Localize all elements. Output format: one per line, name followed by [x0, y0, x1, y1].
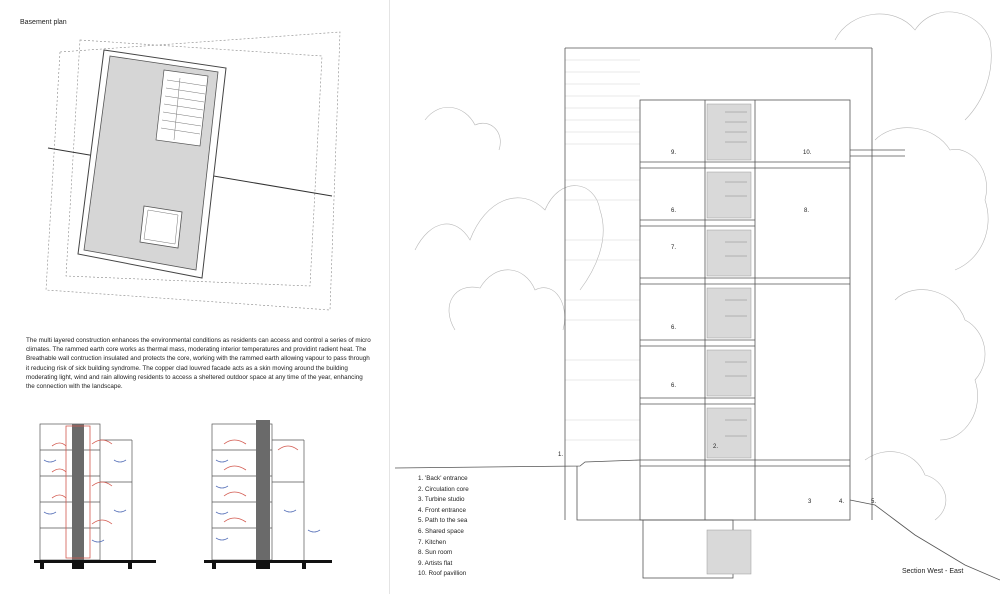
circulation-core [706, 103, 752, 575]
label-front-entrance: 4. [839, 499, 845, 505]
cool-airflow [215, 459, 321, 541]
legend-item: 2. Circulation core [418, 485, 469, 493]
label-shared-upper: 6. [671, 208, 677, 214]
legend-item: 1. 'Back' entrance [418, 475, 468, 482]
building-section [564, 47, 905, 579]
description-text: The multi layered construction enhances … [26, 337, 371, 391]
label-artists-flat: 9. [671, 150, 677, 156]
section-drawing [395, 11, 1000, 581]
plan-stair [160, 77, 207, 141]
environmental-diagram-summer [34, 423, 156, 569]
legend-item: 5. Path to the sea [418, 517, 468, 525]
label-path: 5. [871, 499, 877, 505]
warm-airflow [223, 439, 299, 523]
plan-title: Basement plan [20, 19, 67, 26]
environmental-diagram-winter [204, 420, 332, 569]
legend-item: 9. Artists flat [418, 559, 453, 567]
label-circulation: 2. [713, 444, 719, 450]
legend-item: 3. Turbine studio [418, 496, 465, 504]
foundations [204, 560, 332, 569]
foundations [34, 560, 156, 569]
plan-footprint [77, 49, 227, 279]
label-roof-pavillion: 10. [803, 150, 812, 156]
legend-item: 7. Kitchen [418, 538, 447, 546]
section-title: Section West - East [902, 568, 964, 575]
rammed-earth-core [256, 420, 270, 560]
site-boundary [45, 31, 341, 311]
tree-outlines [414, 11, 992, 521]
rammed-earth-core [72, 424, 84, 560]
legend-item: 8. Sun room [418, 549, 453, 557]
ground-and-landscape [395, 459, 1000, 581]
legend-item: 10. Roof pavillion [418, 570, 467, 578]
label-shared-mid: 6. [671, 325, 677, 331]
label-turbine: 3 [808, 499, 812, 505]
sheet-divider [389, 0, 390, 594]
basement-plan-drawing [45, 31, 341, 311]
label-shared-low: 6. [671, 383, 677, 389]
facade-louvres [565, 59, 640, 441]
section-legend: 1. 'Back' entrance 2. Circulation core 3… [418, 474, 469, 580]
cool-airflow [43, 459, 127, 543]
label-back-entrance: 1. [558, 452, 564, 458]
label-sun-room: 8. [804, 208, 810, 214]
legend-item: 4. Front entrance [418, 506, 466, 514]
legend-item: 6. Shared space [418, 527, 464, 535]
warm-airflow [51, 425, 113, 559]
label-kitchen: 7. [671, 245, 677, 251]
core-stair [725, 111, 747, 437]
